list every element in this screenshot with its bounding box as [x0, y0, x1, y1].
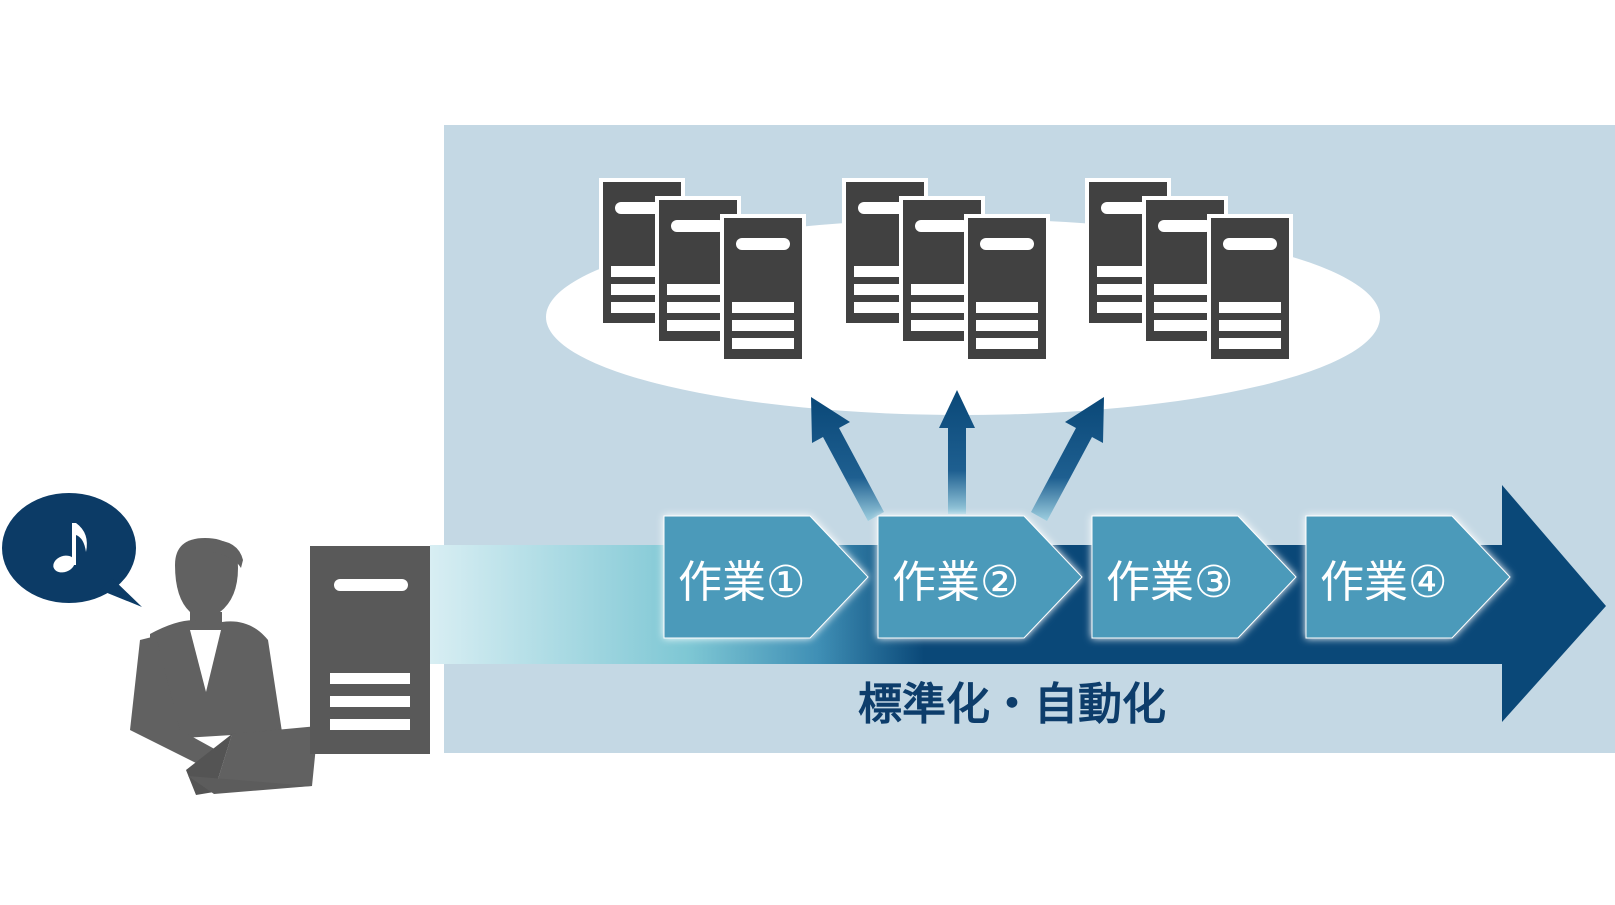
flow-caption: 標準化・自動化 [858, 679, 1166, 730]
step-label: 作業④ [1320, 557, 1447, 608]
laptop-icon [186, 726, 318, 795]
server-icon [720, 214, 806, 363]
step-label: 作業③ [1106, 557, 1233, 608]
step-4: 作業④ [1305, 515, 1511, 639]
server-icon [1207, 214, 1293, 363]
deploy-arrow-center [939, 390, 975, 514]
step-label: 作業② [892, 557, 1019, 608]
operator-person-icon [130, 538, 282, 770]
step-3: 作業③ [1091, 515, 1297, 639]
step-label: 作業① [678, 557, 805, 608]
speech-bubble [2, 493, 142, 607]
deploy-arrow-left [811, 397, 884, 521]
music-note-icon [53, 523, 87, 573]
server-icon [310, 546, 430, 754]
step-2: 作業② [877, 515, 1083, 639]
server-icon [964, 214, 1050, 363]
step-1: 作業① [663, 515, 869, 639]
deploy-arrow-right [1031, 397, 1104, 521]
